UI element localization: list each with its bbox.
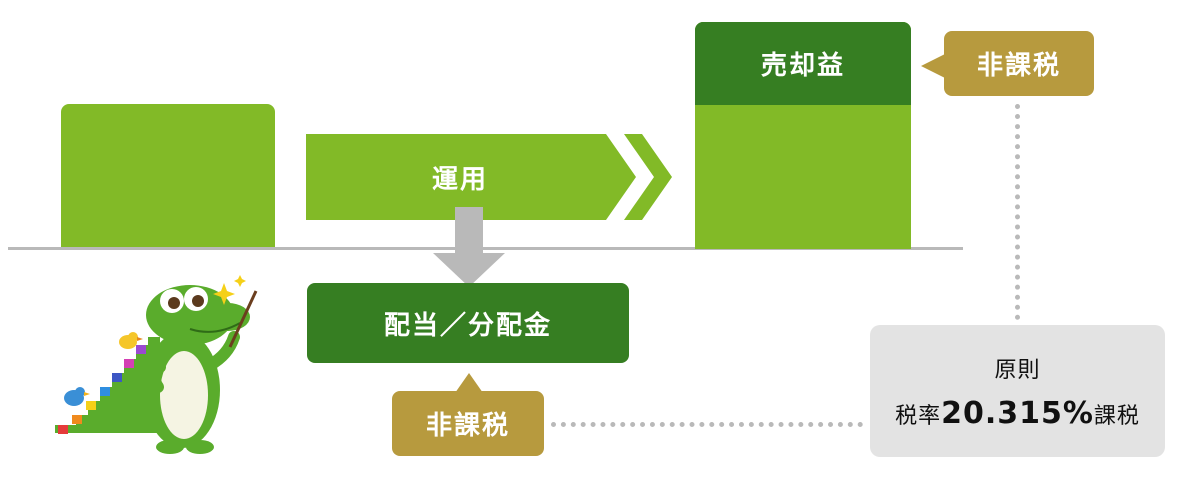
tax-rate-suffix: 課税 <box>1093 403 1140 429</box>
sparkle-icon <box>213 275 246 305</box>
tax-rate-prefix: 税率 <box>895 403 942 429</box>
principle-heading: 原則 <box>994 357 1041 383</box>
dividend-tax-badge: 非課税 <box>392 391 544 456</box>
bird-icon <box>64 332 143 406</box>
investment-arrow <box>306 134 672 220</box>
down-arrow <box>433 207 505 287</box>
tax-rate-value: 20.315% <box>941 395 1094 431</box>
tax-rate-text: 税率20.315%課税 <box>895 396 1140 431</box>
mascot-crocodile-icon <box>55 275 258 454</box>
sale-gain-header: 売却益 <box>695 22 911 105</box>
sale-tax-badge: 非課税 <box>944 31 1094 96</box>
baseline <box>8 247 963 250</box>
vertical-dotted-line <box>1015 104 1020 320</box>
horizontal-dotted-line <box>551 422 863 427</box>
staircase <box>55 337 160 434</box>
dividend-tax-pointer <box>455 373 483 393</box>
arrow-label: 運用 <box>431 164 488 195</box>
principal-box <box>61 104 275 249</box>
tax-principle-box: 原則 税率20.315%課税 <box>870 325 1165 457</box>
dividend-box: 配当／分配金 <box>307 283 629 363</box>
sale-tax-pointer <box>921 54 945 78</box>
